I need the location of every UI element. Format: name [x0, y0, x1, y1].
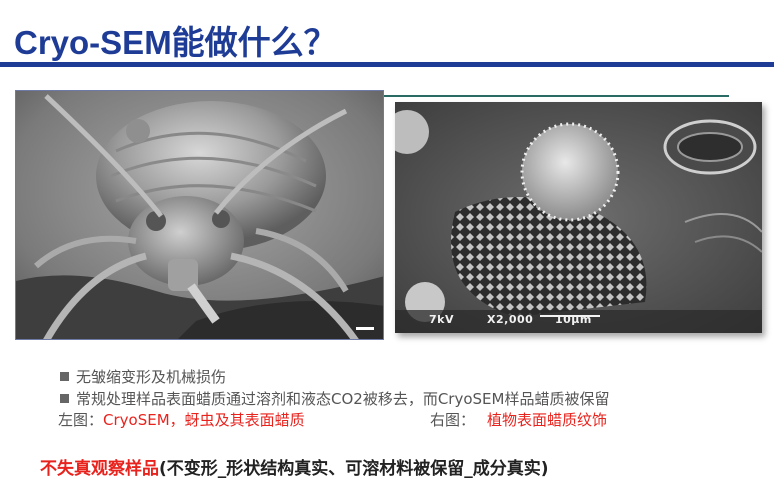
left-image-caption: 左图：CryoSEM，蚜虫及其表面蜡质 — [58, 409, 305, 430]
summary-highlight: 不失真观察样品 — [40, 459, 159, 479]
plant-wax-sem-image: 7kV X2,000 10μm — [395, 102, 762, 333]
sem-voltage: 7kV — [429, 313, 454, 326]
right-image-caption: 右图： 植物表面蜡质纹饰 — [430, 409, 607, 430]
sem-magnification: X2,000 — [487, 313, 534, 326]
aphid-sem-image — [15, 90, 384, 340]
bullet-text: 常规处理样品表面蜡质通过溶剂和液态CO2被移去，而CryoSEM样品蜡质被保留 — [76, 390, 610, 408]
caption-text: CryoSEM，蚜虫及其表面蜡质 — [103, 411, 305, 429]
title-underline — [0, 62, 774, 67]
caption-prefix: 左图： — [58, 411, 104, 429]
summary-line: 不失真观察样品(不变形_形状结构真实、可溶材料被保留_成分真实) — [40, 454, 549, 479]
summary-detail: (不变形_形状结构真实、可溶材料被保留_成分真实) — [159, 459, 549, 479]
bullet-text: 无皱缩变形及机械损伤 — [76, 368, 227, 386]
caption-prefix: 右图： — [430, 411, 476, 429]
bullet-item: 无皱缩变形及机械损伤 — [60, 366, 609, 388]
bullet-square-icon — [60, 394, 69, 403]
bullet-item: 常规处理样品表面蜡质通过溶剂和液态CO2被移去，而CryoSEM样品蜡质被保留 — [60, 388, 609, 410]
bullet-square-icon — [60, 372, 69, 381]
caption-text: 植物表面蜡质纹饰 — [487, 411, 608, 429]
bullet-list: 无皱缩变形及机械损伤 常规处理样品表面蜡质通过溶剂和液态CO2被移去，而Cryo… — [60, 366, 609, 410]
image-divider-line — [384, 95, 729, 97]
page-title: Cryo-SEM能做什么？ — [14, 24, 337, 61]
sem-info-bar: 7kV X2,000 10μm — [395, 307, 762, 329]
sem-scale-bar-label: 10μm — [555, 313, 592, 326]
